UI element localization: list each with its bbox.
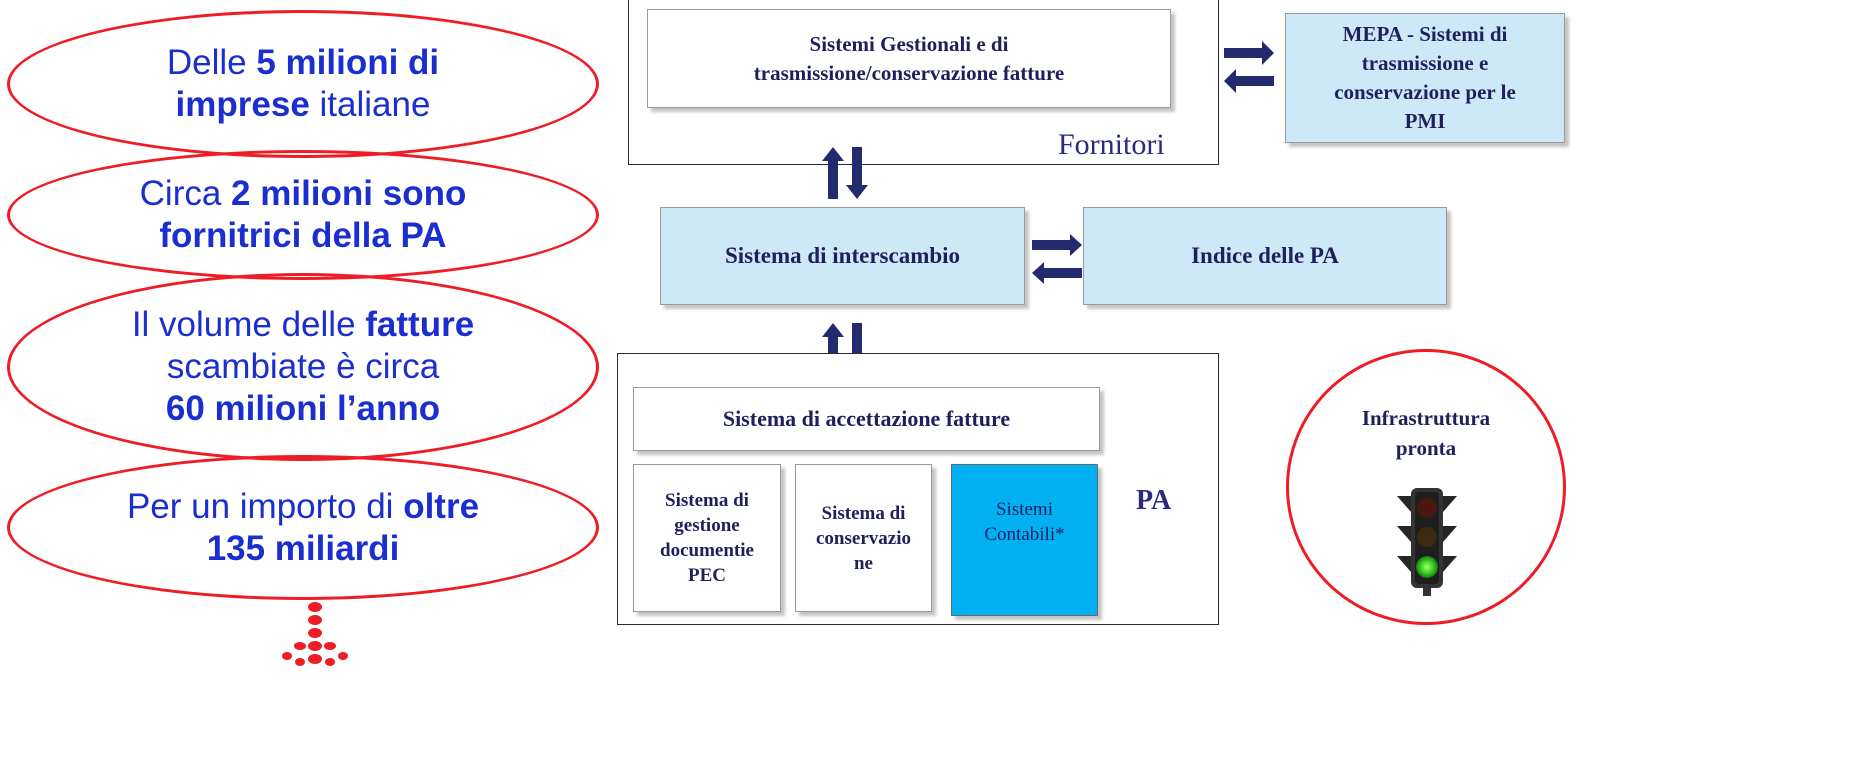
infrastruttura-line2: pronta xyxy=(1395,436,1457,460)
conservazione-box: Sistema di conservazio ne xyxy=(795,464,932,612)
infrastruttura-text: Infrastruttura pronta xyxy=(1300,403,1552,463)
gestione-pec-line1: Sistema di xyxy=(665,490,749,511)
fornitori-systems-line2: trasmissione/conservazione fatture xyxy=(753,60,1065,85)
stat-text-run: oltre xyxy=(403,486,480,526)
double-arrow-horizontal-icon xyxy=(1032,234,1082,284)
mepa-line4: PMI xyxy=(1404,109,1446,133)
stat-text-run: italiane xyxy=(309,85,431,124)
gestione-pec-line4: PEC xyxy=(688,565,726,586)
stat-text-run: Il volume delle xyxy=(131,305,366,344)
stat-text-run: Circa xyxy=(139,174,232,213)
stat-text-run: fornitrici della PA xyxy=(159,216,447,255)
fornitori-systems-box: Sistemi Gestionali e di trasmissione/con… xyxy=(647,9,1171,108)
stat-text-run: Delle xyxy=(166,43,257,82)
double-arrow-horizontal-icon xyxy=(1224,41,1274,93)
stat-text-run: 2 milioni sono xyxy=(231,174,467,213)
stat-text-run: Per un importo di xyxy=(126,486,404,526)
contabili-box: Sistemi Contabili* xyxy=(951,464,1098,616)
indice-pa-label: Indice delle PA xyxy=(1191,243,1339,268)
stat-text-run: imprese xyxy=(175,85,310,124)
stat-text-run: 60 milioni l’anno xyxy=(165,389,441,428)
traffic-light-icon xyxy=(1397,488,1457,596)
gestione-pec-line3: documentie xyxy=(660,540,754,561)
accettazione-box: Sistema di accettazione fatture xyxy=(633,387,1100,451)
gestione-pec-box: Sistema di gestione documentie PEC xyxy=(633,464,781,612)
gestione-pec-line2: gestione xyxy=(674,515,740,536)
contabili-line1: Sistemi xyxy=(995,499,1053,520)
dots-logo-icon xyxy=(282,602,348,666)
mepa-line3: conservazione per le xyxy=(1334,80,1516,104)
sdi-label: Sistema di interscambio xyxy=(724,243,961,268)
stat-text-run: 135 miliardi xyxy=(206,528,400,568)
conservazione-line3: ne xyxy=(853,552,873,574)
mepa-line1: MEPA - Sistemi di xyxy=(1342,22,1508,46)
stat-text-run: fatture xyxy=(365,305,475,344)
mepa-box: MEPA - Sistemi di trasmissione e conserv… xyxy=(1285,13,1565,143)
pa-label: PA xyxy=(1136,485,1172,516)
fornitori-label: Fornitori xyxy=(1058,128,1165,161)
double-arrow-vertical-icon xyxy=(822,147,868,199)
contabili-line2: Contabili* xyxy=(984,524,1065,545)
accettazione-label: Sistema di accettazione fatture xyxy=(722,406,1011,431)
mepa-line2: trasmissione e xyxy=(1361,51,1489,75)
stat-text-run: scambiate è circa xyxy=(166,347,440,386)
stat-text-run: 5 milioni di xyxy=(256,43,440,82)
conservazione-line1: Sistema di xyxy=(821,502,906,524)
sdi-box: Sistema di interscambio xyxy=(660,207,1025,305)
infrastruttura-line1: Infrastruttura xyxy=(1361,406,1491,430)
conservazione-line2: conservazio xyxy=(816,527,911,549)
fornitori-systems-line1: Sistemi Gestionali e di xyxy=(809,31,1009,56)
indice-pa-box: Indice delle PA xyxy=(1083,207,1447,305)
